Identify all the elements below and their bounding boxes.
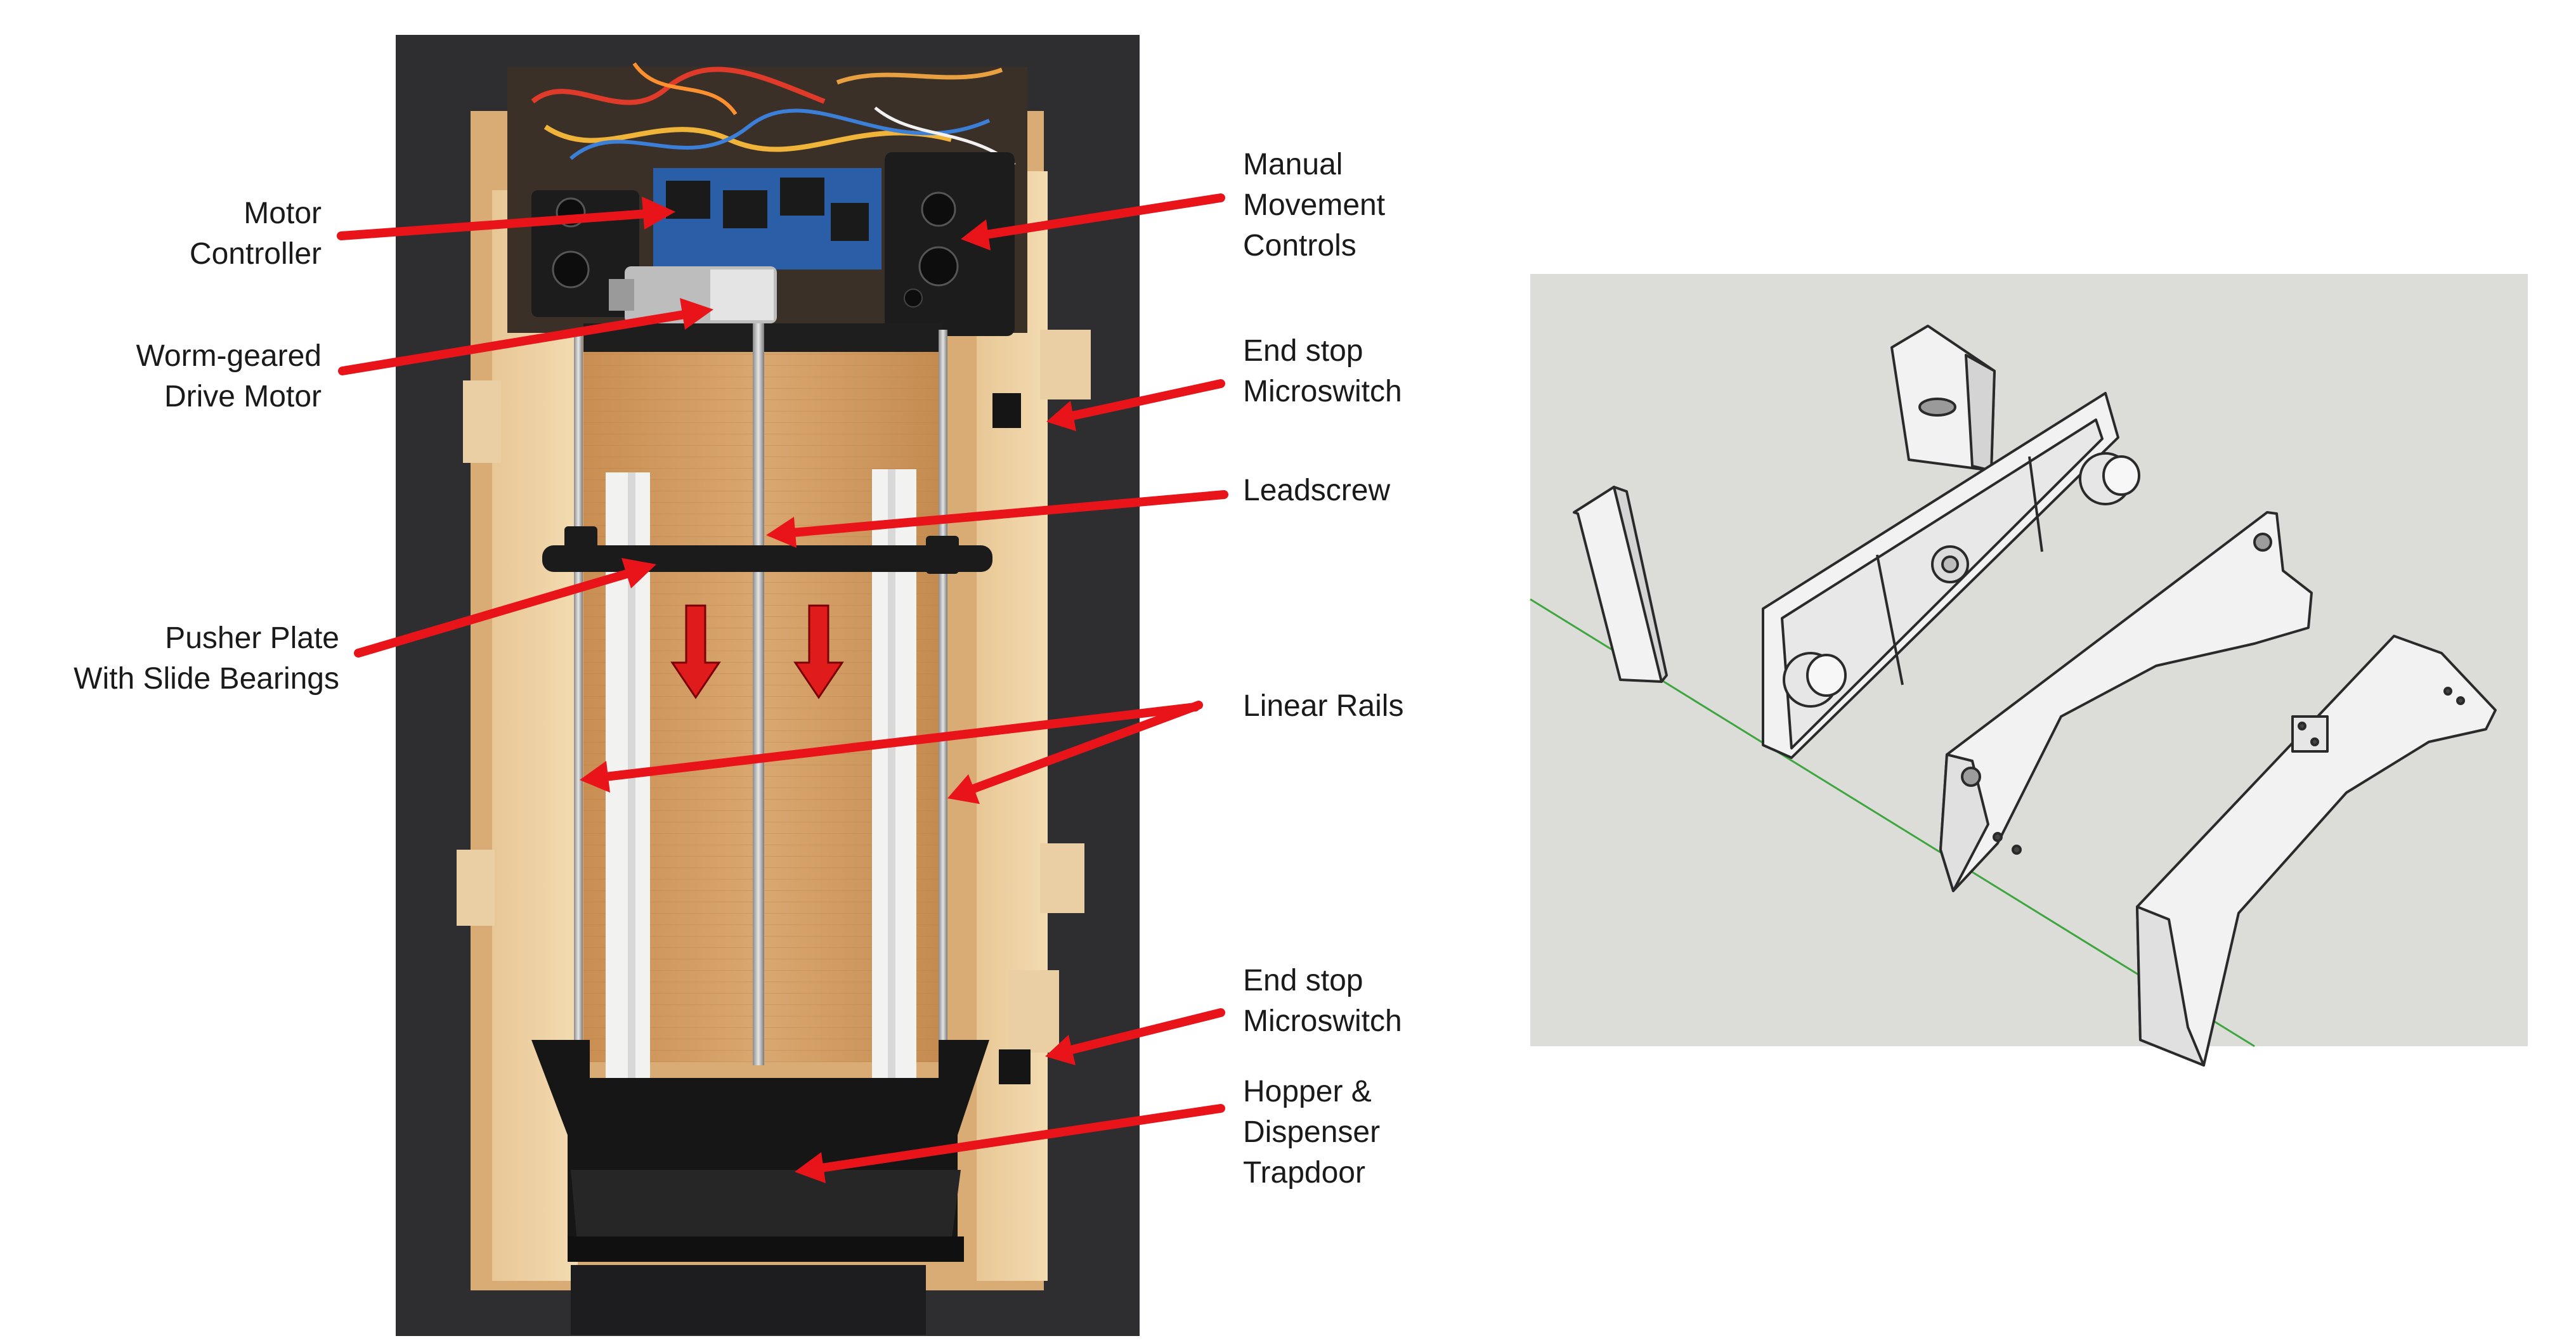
- label-manual-controls: Manual Movement Controls: [1243, 148, 1386, 263]
- end-stop-bottom: [999, 1049, 1031, 1084]
- down-arrow-right: [793, 604, 844, 699]
- label-end-stop-bottom: End stop Microswitch: [1243, 964, 1402, 1038]
- left-linear-rail: [574, 330, 583, 1084]
- arrow-drive-motor: [338, 309, 693, 375]
- right-linear-rail: [939, 330, 947, 1084]
- cad-view-background: [1530, 274, 2528, 1046]
- arrow-end-stop-top: [1067, 379, 1225, 420]
- pusher-plate: [542, 545, 992, 572]
- label-drive-motor: Worm-geared Drive Motor: [136, 339, 322, 413]
- label-hopper: Hopper & Dispenser Trapdoor: [1243, 1075, 1381, 1190]
- manual-control-box: [885, 152, 1015, 336]
- annotation-arrows: [337, 193, 1228, 1183]
- label-leadscrew: Leadscrew: [1243, 474, 1391, 507]
- label-motor-controller: Motor Controller: [189, 197, 322, 271]
- arrow-leadscrew: [788, 490, 1228, 537]
- label-end-stop-top: End stop Microswitch: [1243, 334, 1402, 408]
- label-pusher-plate: Pusher Plate With Slide Bearings: [74, 621, 339, 696]
- end-stop-top: [992, 393, 1021, 428]
- arrow-motor-controller: [337, 209, 651, 240]
- arrow-hopper: [817, 1104, 1225, 1172]
- arrow-pusher-plate: [354, 568, 635, 658]
- leadscrew: [753, 323, 764, 1065]
- arrow-end-stop-bottom: [1066, 1008, 1225, 1054]
- label-linear-rails: Linear Rails: [1243, 689, 1404, 723]
- arrow-linear-rail-right: [967, 701, 1203, 794]
- cad-parts: [1573, 325, 2497, 1067]
- arrow-manual-controls: [982, 193, 1225, 239]
- down-arrow-left: [670, 604, 721, 699]
- arrow-linear-rail-left: [601, 703, 1200, 781]
